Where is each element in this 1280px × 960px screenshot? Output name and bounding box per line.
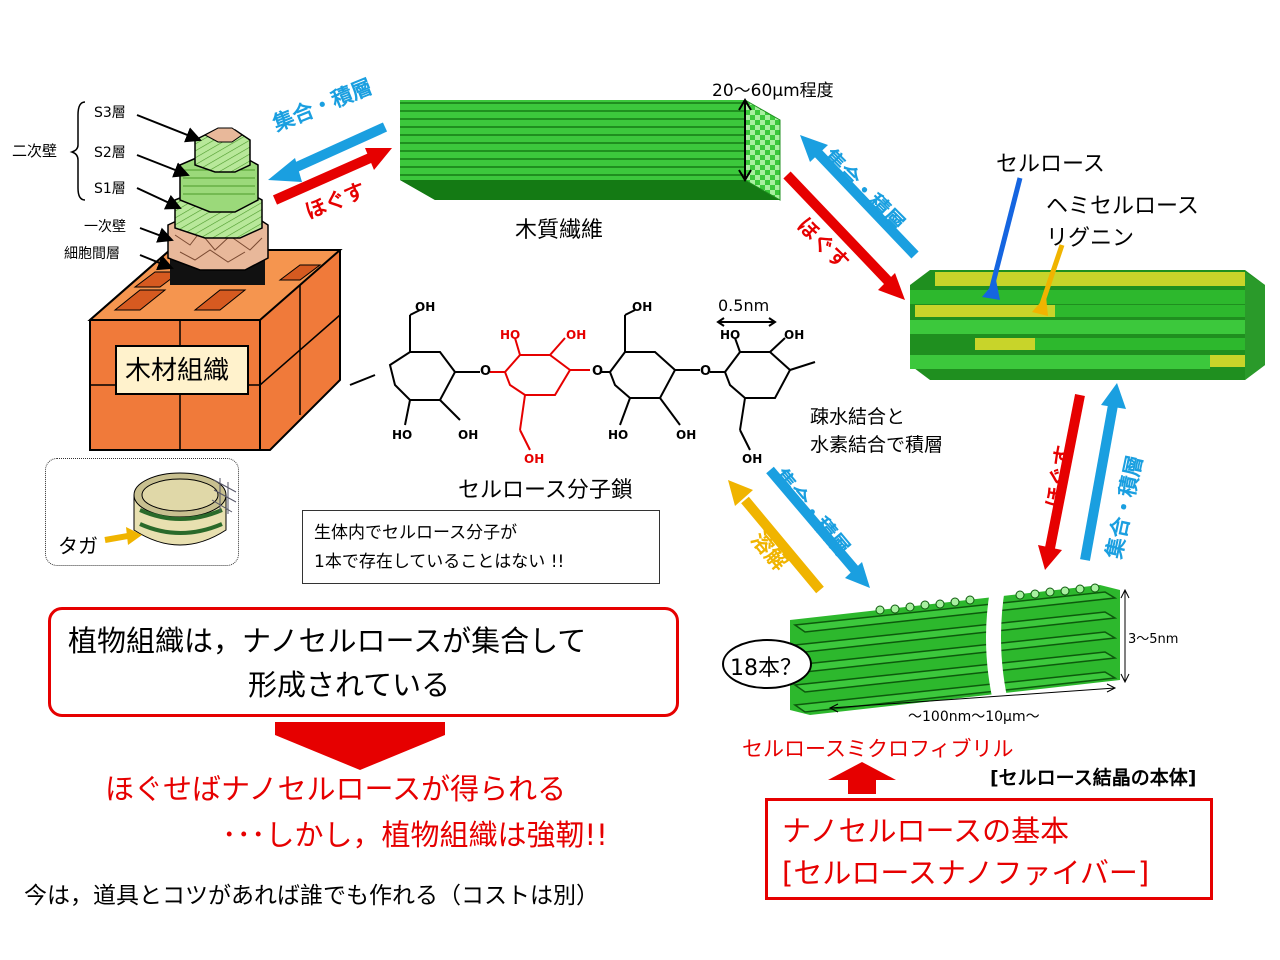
- wood-tissue-illustration: [69, 101, 343, 451]
- process-arrows: [268, 122, 1126, 794]
- ho-label: HO: [720, 328, 741, 342]
- nanofiber-line-1: ナノセルロースの基本: [782, 814, 1070, 848]
- oh-label: OH: [742, 452, 763, 466]
- crystal-label: [セルロース結晶の本体]: [990, 767, 1197, 789]
- cellulose-chain-label: セルロース分子鎖: [458, 478, 633, 503]
- s3-layer-label: S3層: [94, 105, 126, 121]
- cellulose-molecule-illustration: [349, 309, 816, 451]
- ho-label: HO: [392, 428, 413, 442]
- footer-note: 今は，道具とコツがあれば誰でも作れる（コストは別）: [24, 883, 599, 909]
- microfibril-height-label: 3～5nm: [1128, 632, 1179, 647]
- oh-label: OH: [458, 428, 479, 442]
- taga-box: [45, 458, 239, 566]
- oh-label: OH: [524, 452, 545, 466]
- ho-label: HO: [500, 328, 521, 342]
- wood-tissue-label: 木材組織: [125, 356, 230, 386]
- oh-label: OH: [566, 328, 587, 342]
- o-label: O: [592, 364, 604, 379]
- result-line-1: ほぐせばナノセルロースが得られる: [105, 772, 567, 806]
- s1-layer-label: S1層: [94, 181, 126, 197]
- oh-label: OH: [632, 300, 653, 314]
- o-label: O: [480, 364, 492, 379]
- conclusion-line-2: 形成されている: [248, 668, 451, 702]
- microfibril-length-label: ～100nm～10μm～: [908, 709, 1040, 725]
- lignin-label: リグニン: [1046, 226, 1135, 251]
- bonding-label-2: 水素結合で積層: [810, 434, 944, 456]
- microfibril-label: セルロースミクロフィブリル: [742, 737, 1014, 761]
- middle-lamella-label: 細胞間層: [64, 246, 120, 262]
- oh-label: OH: [784, 328, 805, 342]
- note-line-2: 1本で存在していることはない !!: [314, 552, 565, 572]
- taga-label: タガ: [58, 534, 98, 558]
- molecule-dimension-label: 0.5nm: [718, 296, 770, 315]
- result-line-2: ･･･しかし，植物組織は強靭!!: [222, 818, 608, 852]
- taga-barrel-illustration: [104, 472, 237, 546]
- oh-label: OH: [415, 300, 436, 314]
- conclusion-line-1: 植物組織は，ナノセルロースが集合して: [68, 624, 587, 658]
- microfibril-illustration: [722, 583, 1130, 715]
- wood-tissue-label-box: [115, 345, 249, 395]
- nanofiber-line-2: [セルロースナノファイバー]: [782, 856, 1150, 890]
- s2-layer-label: S2層: [94, 145, 126, 161]
- primary-wall-label: 一次壁: [84, 219, 126, 235]
- layered-structure-illustration: [910, 177, 1265, 380]
- wood-fiber-label: 木質繊維: [515, 218, 604, 243]
- note-line-1: 生体内でセルロース分子が: [314, 523, 518, 543]
- ho-label: HO: [608, 428, 629, 442]
- o-label: O: [700, 364, 712, 379]
- oh-label: OH: [676, 428, 697, 442]
- cellulose-label: セルロース: [996, 152, 1105, 177]
- fiber-size-label: 20～60μm程度: [712, 81, 834, 101]
- bonding-label-1: 疎水結合と: [810, 406, 906, 428]
- note-box: [302, 510, 660, 584]
- strand-count-label: 18本？: [730, 656, 802, 681]
- secondary-wall-label: 二次壁: [12, 142, 58, 160]
- conclusion-box: [48, 607, 679, 717]
- nanofiber-box: [765, 798, 1213, 900]
- hemicellulose-label: ヘミセルロース: [1046, 194, 1199, 219]
- wood-fiber-illustration: [400, 98, 781, 201]
